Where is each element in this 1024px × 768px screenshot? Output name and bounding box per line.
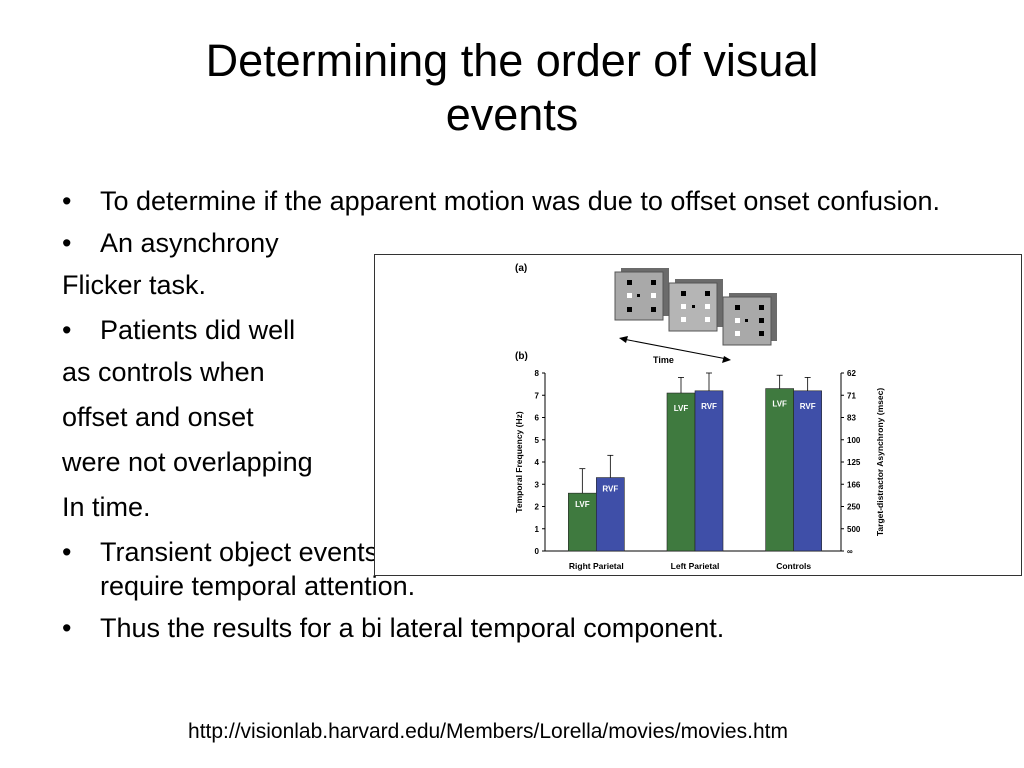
- text-line: offset and onset: [62, 402, 254, 432]
- y-tick-label: 5: [535, 436, 540, 445]
- slide-body: To determine if the apparent motion was …: [62, 184, 962, 653]
- y2-tick-label: 71: [847, 391, 856, 400]
- bullet-item: Thus the results for a bi lateral tempor…: [62, 611, 962, 645]
- category-label: Controls: [776, 561, 811, 571]
- category-label: Left Parietal: [671, 561, 720, 571]
- title-line-1: Determining the order of visual: [205, 35, 819, 86]
- y-tick-label: 3: [535, 480, 540, 489]
- time-label: Time: [653, 355, 674, 365]
- y-tick-label: 8: [535, 369, 540, 378]
- bar-label: RVF: [800, 402, 816, 411]
- y-tick-label: 0: [535, 547, 540, 556]
- bar-label: LVF: [772, 400, 787, 409]
- bullet-item: Patients did well: [62, 313, 962, 347]
- bullet-item: To determine if the apparent motion was …: [62, 184, 960, 218]
- y2-tick-label: 125: [847, 458, 861, 467]
- y-tick-label: 2: [535, 503, 540, 512]
- bar-chart: 0 1 2 3 4 5 6 7 8 ∞ 500 250 166 125 100 83 71 62Temporal …: [514, 369, 885, 571]
- y2-tick-label: 250: [847, 503, 861, 512]
- y-tick-label: 4: [535, 458, 540, 467]
- y-tick-label: 7: [535, 391, 540, 400]
- y-tick-label: 1: [535, 525, 540, 534]
- stimulus-frame-1: [614, 268, 669, 321]
- figure-frame: (a): [374, 254, 1022, 576]
- y-tick-label: 6: [535, 414, 540, 423]
- time-arrow: [619, 336, 731, 363]
- source-url-text: http://visionlab.harvard.edu/Members/Lor…: [188, 720, 788, 743]
- text-line: In time.: [62, 492, 151, 522]
- source-url[interactable]: http://visionlab.harvard.edu/Members/Lor…: [0, 720, 1024, 744]
- slide-title: Determining the order of visual events: [0, 34, 1024, 142]
- bar-rvf: [793, 390, 822, 552]
- text-line: as controls when: [62, 357, 265, 387]
- bar-label: LVF: [674, 404, 689, 413]
- bar-lvf: [666, 392, 696, 552]
- bar-label: RVF: [701, 402, 717, 411]
- bar-lvf: [765, 388, 794, 552]
- y2-axis-label: Target-distractor Asynchrony (msec): [875, 388, 885, 536]
- bar-label: RVF: [602, 485, 618, 494]
- bar-lvf: [568, 492, 597, 552]
- stimulus-frame-2: [668, 279, 723, 332]
- y2-tick-label: 83: [847, 414, 856, 423]
- figure-svg: (a): [514, 263, 885, 571]
- y2-tick-label: 100: [847, 436, 861, 445]
- y-axis-label: Temporal Frequency (Hz): [514, 411, 524, 513]
- y2-tick-label: 62: [847, 369, 856, 378]
- bar-rvf: [694, 390, 724, 552]
- y2-tick-label: 166: [847, 480, 861, 489]
- y2-tick-label: 500: [847, 525, 861, 534]
- panel-a-label: (a): [515, 263, 527, 274]
- title-line-2: events: [445, 89, 579, 140]
- y2-tick-label: ∞: [847, 547, 853, 556]
- text-line: Flicker task.: [62, 270, 207, 300]
- text-line: were not overlapping: [62, 447, 313, 477]
- bullet-item: An asynchrony: [62, 226, 962, 260]
- stimulus-frame-3: [722, 293, 777, 346]
- bar-rvf: [596, 477, 625, 552]
- category-label: Right Parietal: [569, 561, 624, 571]
- panel-b-label: (b): [515, 351, 528, 362]
- bar-label: LVF: [575, 500, 590, 509]
